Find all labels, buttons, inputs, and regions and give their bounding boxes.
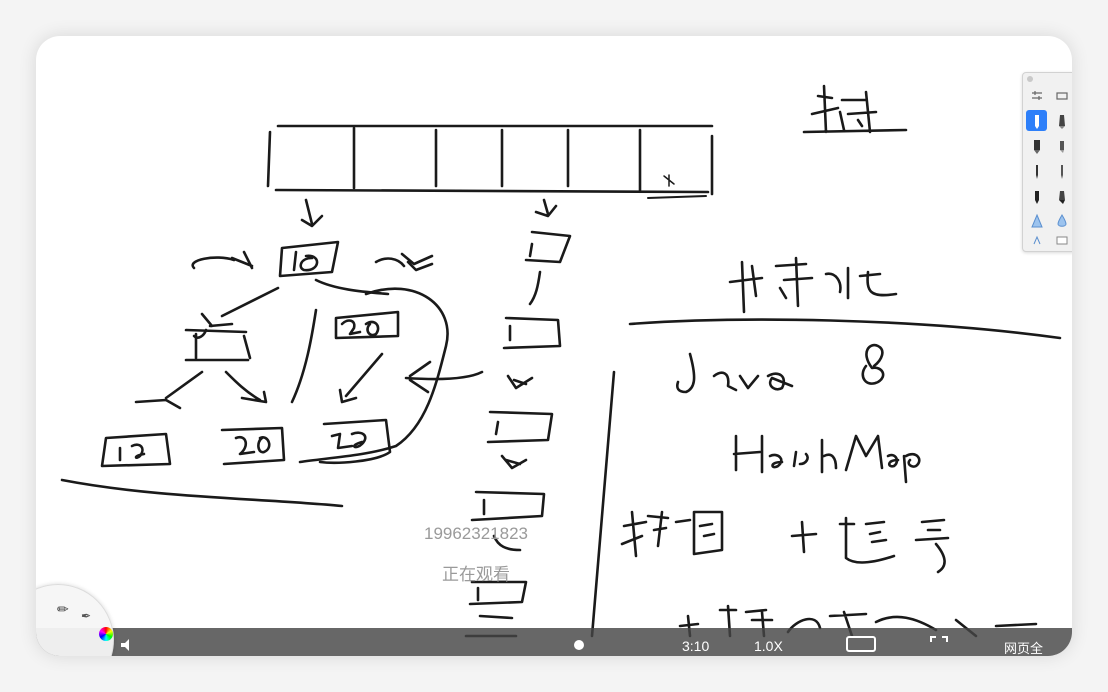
- triangle-shape-icon[interactable]: [1026, 210, 1047, 231]
- volume-icon[interactable]: [120, 638, 136, 655]
- marker-icon[interactable]: [1026, 135, 1047, 156]
- linked-list-drawing: [404, 198, 572, 638]
- water-drop-icon[interactable]: [1051, 210, 1072, 231]
- palette-close-dot[interactable]: [1027, 76, 1033, 82]
- picture-in-picture-icon[interactable]: [846, 636, 876, 655]
- eraser-icon[interactable]: [1051, 233, 1072, 247]
- tool-palette: [1022, 72, 1072, 252]
- tool-wheel-brush-icon[interactable]: ✒: [81, 609, 92, 623]
- progress-knob[interactable]: [574, 640, 584, 650]
- web-fullscreen-label[interactable]: 网页全: [1004, 641, 1044, 656]
- settings-sliders-icon[interactable]: [1026, 85, 1047, 106]
- ink-pen-icon[interactable]: [1026, 185, 1047, 206]
- pen-size-icon[interactable]: [1051, 85, 1072, 106]
- tool-wheel-pen-icon[interactable]: ✏: [57, 601, 69, 617]
- ruler-icon[interactable]: [1026, 233, 1047, 247]
- tree-drawing: [60, 198, 449, 508]
- calligraphy-icon[interactable]: [1051, 185, 1072, 206]
- current-time: 3:10: [682, 638, 710, 654]
- video-frame: 19962321823 正在观看: [36, 36, 1072, 656]
- fullscreen-icon[interactable]: [930, 636, 948, 655]
- highlighter-icon[interactable]: [1051, 135, 1072, 156]
- color-wheel-icon[interactable]: [99, 627, 113, 641]
- player-control-bar: 3:10 1.0X 网页全: [36, 628, 1072, 656]
- notes-drawing: [590, 84, 1062, 638]
- brush-icon[interactable]: [1051, 110, 1072, 131]
- array-drawing: [266, 124, 714, 199]
- whiteboard-canvas: [60, 84, 1062, 638]
- fine-pen-icon[interactable]: [1051, 160, 1072, 181]
- pen-icon[interactable]: [1026, 110, 1047, 131]
- pencil-icon[interactable]: [1026, 160, 1047, 181]
- playback-speed[interactable]: 1.0X: [754, 638, 783, 654]
